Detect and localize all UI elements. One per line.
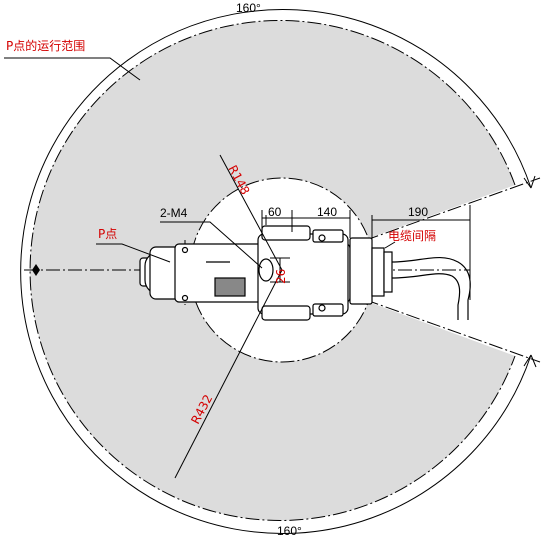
- dimension-lines: [32, 205, 471, 300]
- bottom-arc-arrow: [523, 354, 537, 368]
- outer-range-dashed-arc: [29, 20, 516, 521]
- dim-190-label: 190: [408, 205, 428, 219]
- r148-radius-line: [219, 154, 283, 271]
- range-label-leader: [4, 57, 141, 81]
- dim-60-label: 60: [268, 205, 282, 219]
- holes-leader: [160, 221, 263, 269]
- holes-label: 2-M4: [160, 206, 188, 220]
- cable-clearance-leader: [384, 241, 396, 249]
- dim-26-label: 26: [274, 269, 288, 284]
- angle-top-label: 160°: [236, 1, 261, 15]
- cable-inner: [391, 273, 461, 320]
- dim-140-label: 140: [317, 205, 337, 219]
- cable-clearance-label: 电缆间隔: [388, 229, 436, 243]
- range-label: P点的运行范围: [6, 38, 85, 53]
- angle-bottom-label: 160°: [277, 524, 302, 538]
- p-point-leader: [96, 243, 171, 263]
- r432-radius-line: [174, 269, 283, 479]
- outer-range-arc: [20, 9, 532, 534]
- p-point-label: P点: [98, 227, 117, 241]
- robot-arm: [139, 225, 393, 321]
- top-arc-arrow: [523, 175, 536, 189]
